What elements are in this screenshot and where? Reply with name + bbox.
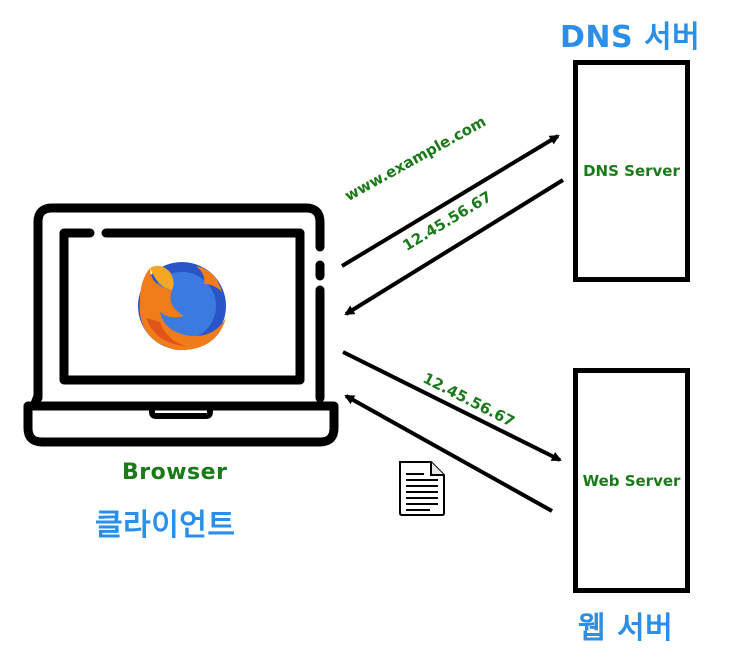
- arrow-request-to-web: [342, 350, 562, 462]
- firefox-logo-icon: [138, 262, 226, 351]
- web-server-box: Web Server: [573, 368, 690, 593]
- dns-server-label: DNS Server: [583, 162, 680, 180]
- document-icon: [399, 461, 445, 516]
- arrow-reply-from-dns: [344, 178, 565, 316]
- web-server-label: Web Server: [582, 471, 681, 490]
- dns-server-heading: DNS 서버: [560, 20, 701, 55]
- web-server-heading: 웹 서버: [578, 611, 674, 646]
- client-heading: 클라이언트: [95, 508, 236, 543]
- arrow-query-to-dns: [340, 134, 560, 268]
- browser-label: Browser: [122, 460, 228, 485]
- arrow-response-from-web: [344, 394, 553, 513]
- dns-server-box: DNS Server: [573, 60, 690, 282]
- laptop-icon: [23, 203, 339, 447]
